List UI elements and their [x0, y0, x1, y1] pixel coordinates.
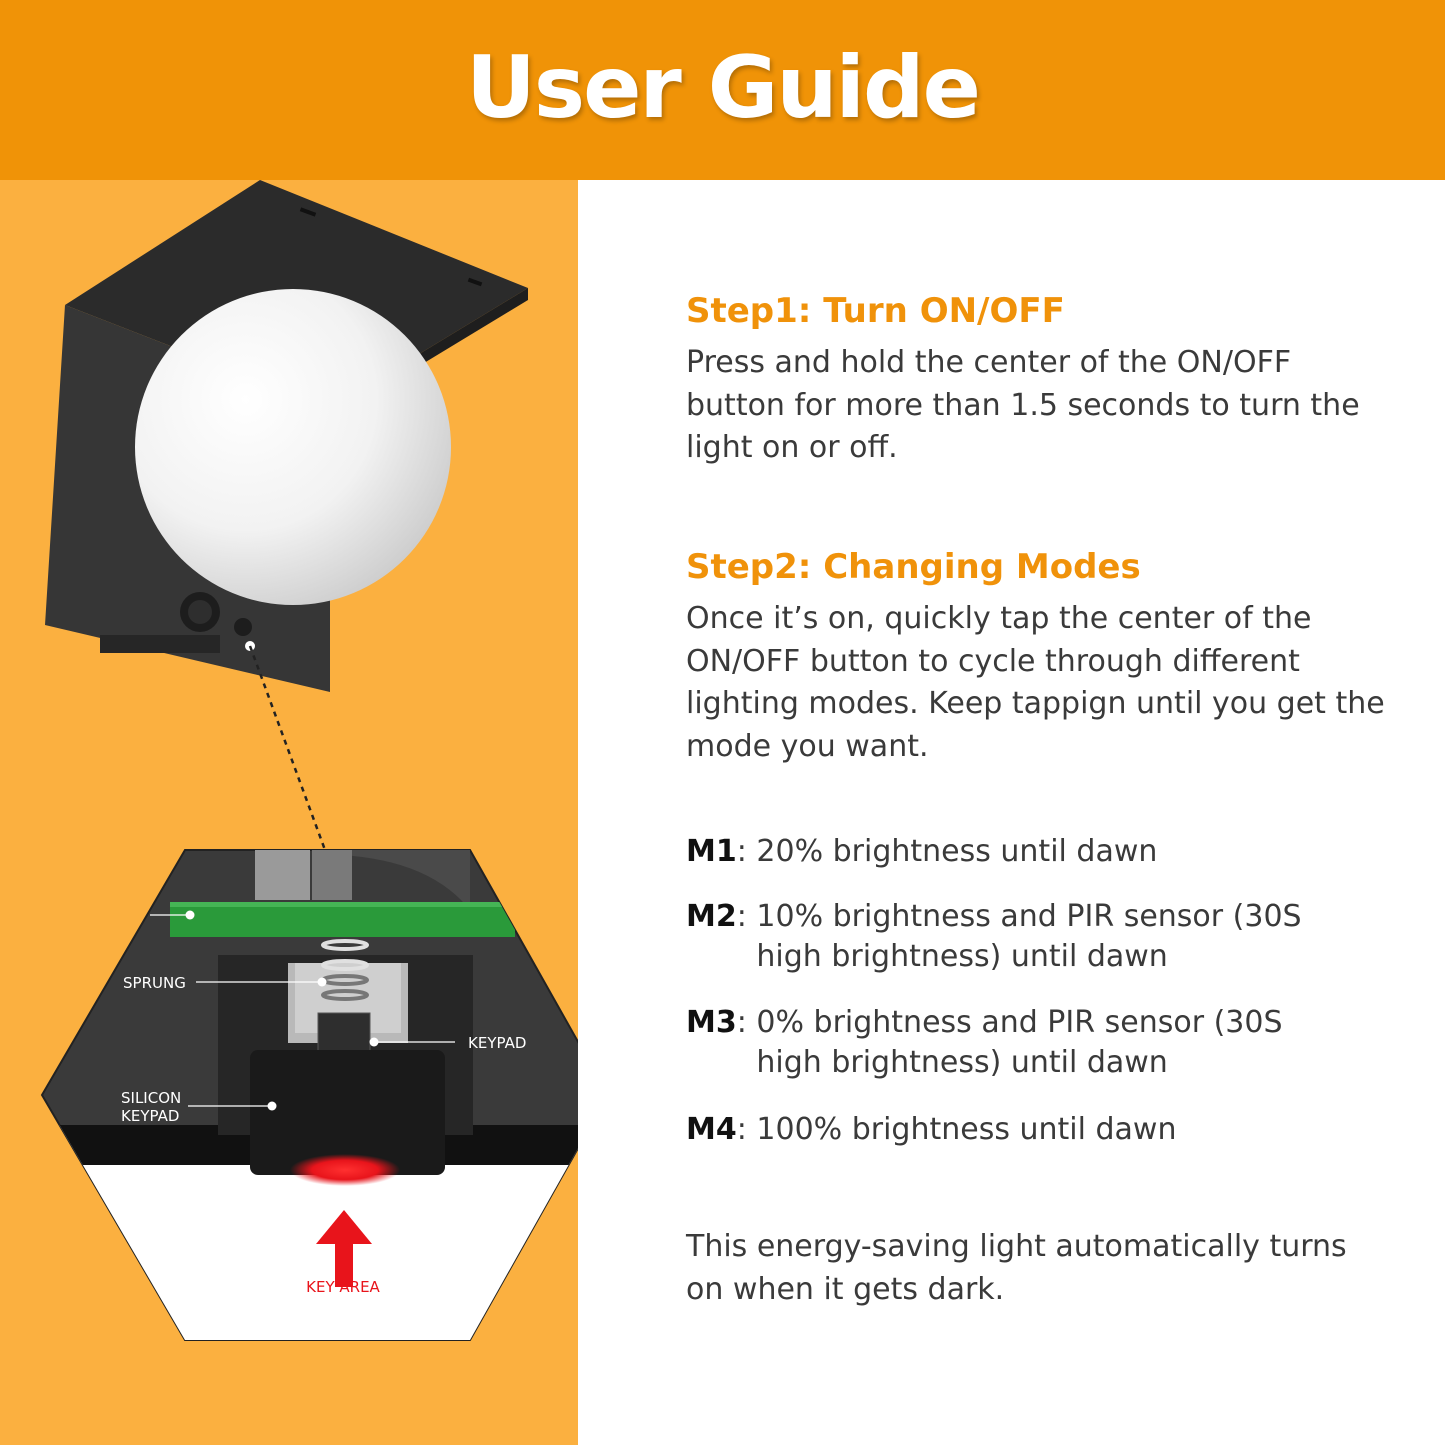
mode-description: 20% brightness until dawn: [756, 834, 1158, 869]
mode-description: 0% brightness and PIR sensor (30S high b…: [756, 1005, 1283, 1080]
step1-title: Step1: Turn ON/OFF: [686, 291, 1065, 331]
instructions-panel: [578, 180, 1445, 1445]
mode-code: M1: [686, 834, 737, 869]
mode-code: M3: [686, 1005, 737, 1040]
mode-item: M3: 0% brightness and PIR sensor (30S hi…: [686, 1003, 1386, 1083]
footer-note: This energy-saving light automatically t…: [686, 1229, 1347, 1307]
mode-item: M1: 20% brightness until dawn: [686, 832, 1386, 872]
mode-item: M4: 100% brightness until dawn: [686, 1110, 1386, 1150]
silicon-keypad-label-line2: KEYPAD: [121, 1107, 179, 1125]
keypad-label: KEYPAD: [468, 1034, 526, 1052]
mode-code: M4: [686, 1112, 737, 1147]
mode-code: M2: [686, 899, 737, 934]
lamp-globe: [135, 289, 451, 605]
keypad-cutaway: SPRUNG KEYPAD SILICON KEYPAD KEY AREA: [40, 849, 578, 1341]
step1-text: Press and hold the center of the ON/OFF …: [686, 345, 1360, 465]
step2-title: Step2: Changing Modes: [686, 547, 1141, 587]
key-area-label: KEY AREA: [306, 1278, 380, 1296]
mode-item: M2: 10% brightness and PIR sensor (30S h…: [686, 897, 1386, 977]
sprung-label: SPRUNG: [123, 974, 186, 992]
product-illustration: SPRUNG KEYPAD SILICON KEYPAD KEY AREA: [40, 180, 578, 1341]
header-banner: User Guide: [0, 0, 1445, 180]
page-title: User Guide: [466, 38, 981, 138]
silicon-keypad-label-line1: SILICON: [121, 1089, 181, 1107]
mode-description: 10% brightness and PIR sensor (30S high …: [756, 899, 1302, 974]
step2-text: Once it’s on, quickly tap the center of …: [686, 601, 1385, 764]
mode-description: 100% brightness until dawn: [756, 1112, 1177, 1147]
